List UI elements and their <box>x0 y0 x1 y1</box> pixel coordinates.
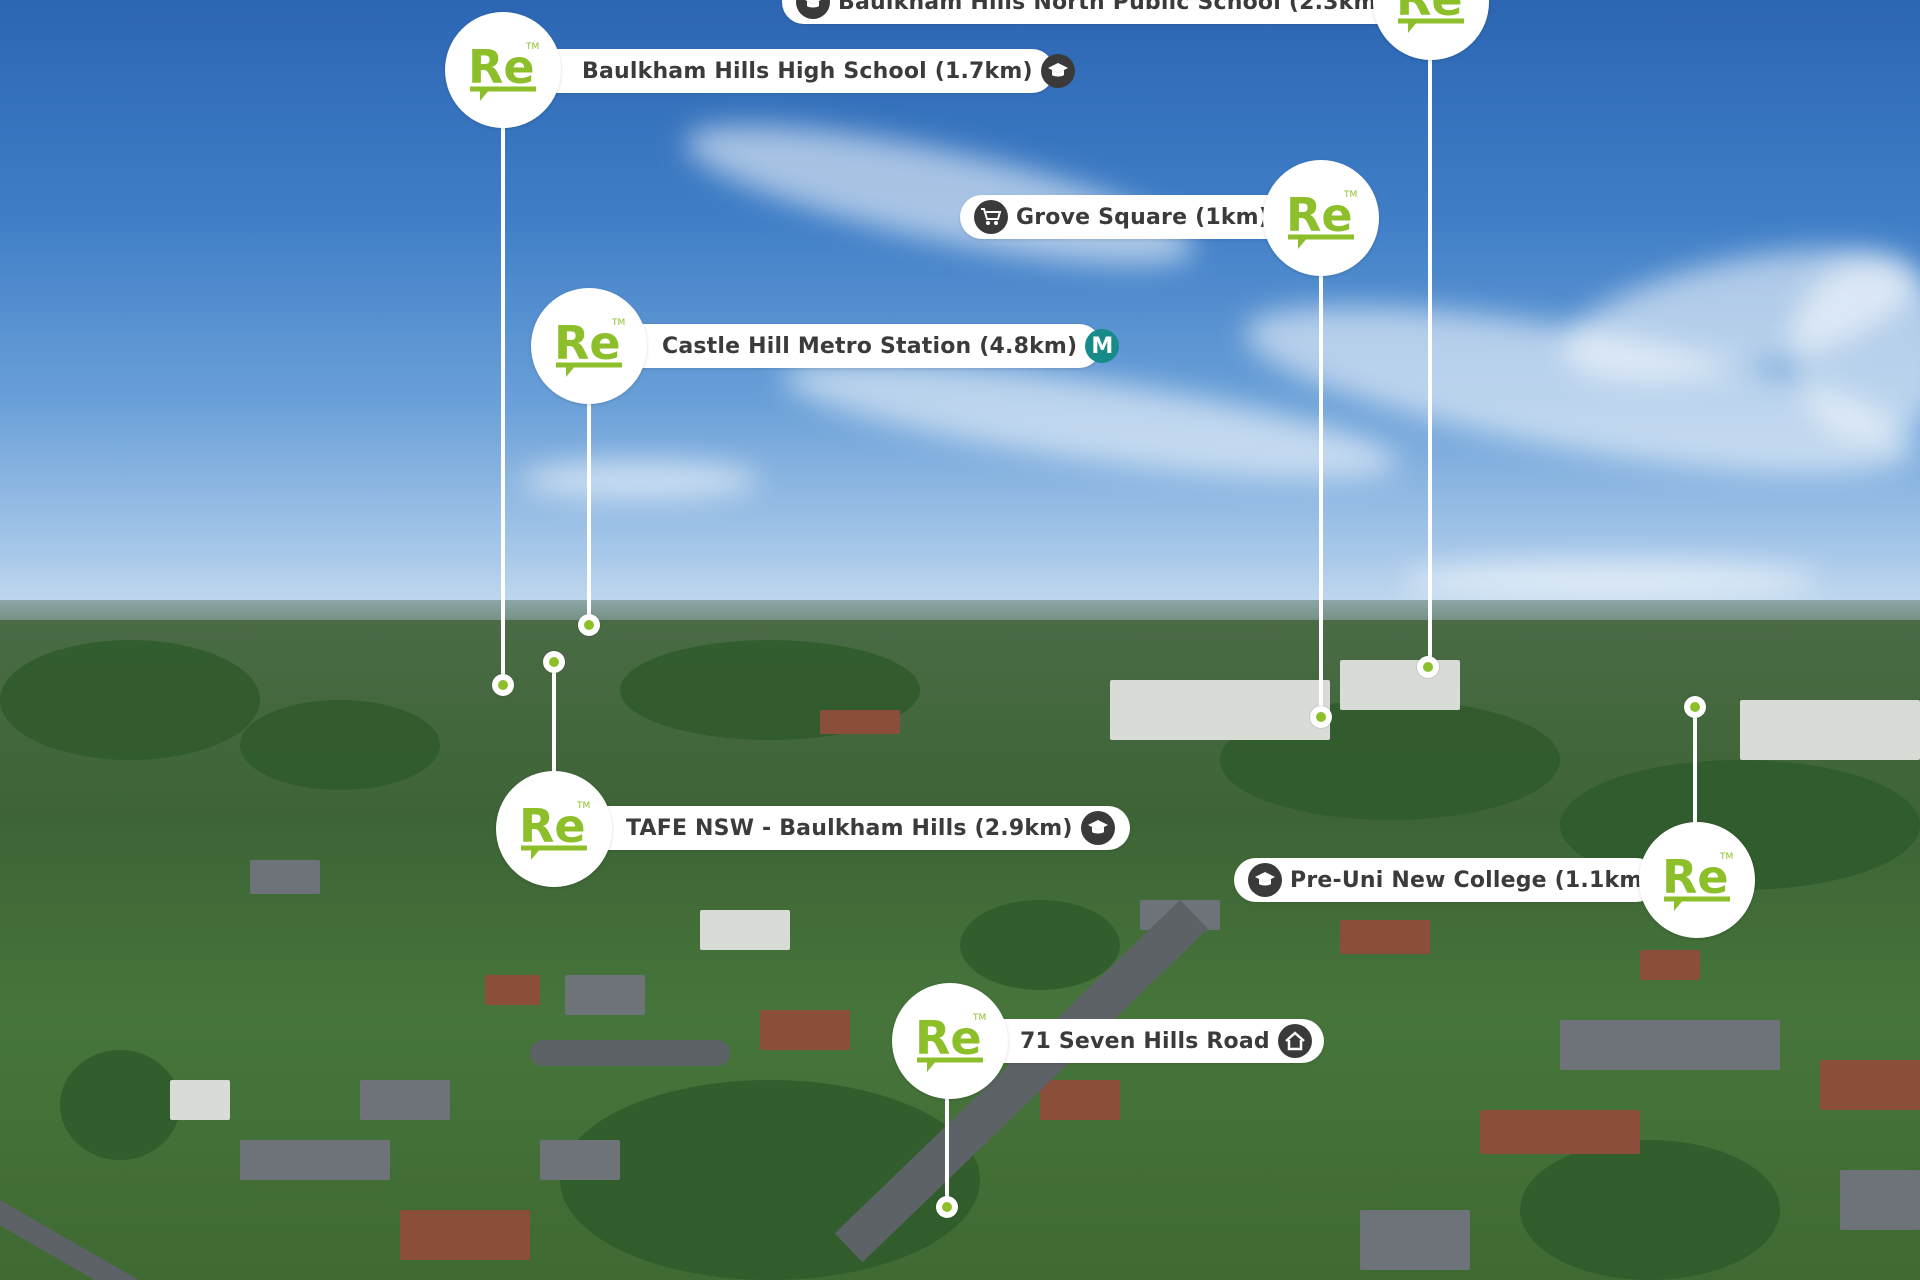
poi-label: Castle Hill Metro Station (4.8km) M <box>612 324 1120 368</box>
connector-line <box>945 1040 949 1207</box>
cloud <box>1400 560 1820 600</box>
svg-text:TM: TM <box>611 318 625 328</box>
house <box>485 975 540 1005</box>
house <box>170 1080 230 1120</box>
svg-text:TM: TM <box>1719 852 1733 862</box>
house <box>540 1140 620 1180</box>
cloud <box>520 460 760 500</box>
cloud <box>1790 260 1920 440</box>
svg-text:Re: Re <box>1662 850 1729 904</box>
svg-text:TM: TM <box>525 42 539 52</box>
location-dot <box>543 651 565 673</box>
connector-line <box>1319 200 1323 717</box>
building <box>1340 660 1460 710</box>
tree <box>60 1050 180 1160</box>
svg-text:Re: Re <box>915 1011 982 1065</box>
house <box>1820 1060 1920 1110</box>
poi-name: TAFE NSW - Baulkham Hills (2.9km) <box>626 815 1073 841</box>
house <box>1480 1110 1640 1154</box>
connector-line <box>501 70 505 685</box>
house <box>360 1080 450 1120</box>
tree <box>0 640 260 760</box>
connector-line <box>1428 20 1432 667</box>
graduation-cap-icon <box>796 0 830 19</box>
house <box>1360 1210 1470 1270</box>
poi-label: Baulkham Hills North Public School (2.3k… <box>782 0 1406 24</box>
tree <box>960 900 1120 990</box>
shopping-cart-icon <box>974 200 1008 234</box>
connector-line <box>587 330 591 625</box>
house-icon <box>1277 1024 1312 1058</box>
house <box>820 710 900 734</box>
connector-line <box>552 662 556 830</box>
location-dot <box>936 1196 958 1218</box>
graduation-cap-icon <box>1040 54 1075 88</box>
poi-label: TAFE NSW - Baulkham Hills (2.9km) <box>576 806 1130 850</box>
house <box>400 1210 530 1260</box>
road <box>530 1040 730 1066</box>
graduation-cap-icon <box>1080 811 1115 845</box>
house <box>1040 1080 1120 1120</box>
house <box>565 975 645 1015</box>
house <box>250 860 320 894</box>
svg-text:TM: TM <box>972 1013 986 1023</box>
tree <box>240 700 440 790</box>
house <box>1640 950 1700 980</box>
poi-name: 71 Seven Hills Road <box>1020 1028 1270 1054</box>
building <box>1740 700 1920 760</box>
svg-text:TM: TM <box>576 801 590 811</box>
house <box>1340 920 1430 954</box>
location-dot <box>1417 656 1439 678</box>
location-dot <box>492 674 514 696</box>
tree <box>1520 1140 1780 1280</box>
house <box>240 1140 390 1180</box>
house <box>760 1010 850 1050</box>
poi-label: 71 Seven Hills Road <box>970 1019 1324 1063</box>
house <box>1840 1170 1920 1230</box>
poi-name: Pre-Uni New College (1.1km) <box>1290 867 1653 893</box>
poi-name: Baulkham Hills North Public School (2.3k… <box>838 0 1387 15</box>
building <box>1110 680 1330 740</box>
graduation-cap-icon <box>1248 863 1282 897</box>
poi-label: Pre-Uni New College (1.1km) <box>1234 858 1658 902</box>
location-dot <box>1310 706 1332 728</box>
poi-label: Grove Square (1km) <box>960 195 1314 239</box>
poi-label: Baulkham Hills High School (1.7km) <box>530 49 1075 93</box>
svg-text:Re: Re <box>519 799 586 853</box>
poi-name: Baulkham Hills High School (1.7km) <box>582 58 1033 84</box>
svg-text:TM: TM <box>1343 190 1357 200</box>
location-dot <box>578 614 600 636</box>
location-dot <box>1684 696 1706 718</box>
poi-name: Grove Square (1km) <box>1016 204 1270 230</box>
metro-icon: M <box>1085 329 1120 363</box>
svg-text:Re: Re <box>554 316 621 370</box>
poi-name: Castle Hill Metro Station (4.8km) <box>662 333 1078 359</box>
connector-line <box>1693 707 1697 877</box>
house <box>1560 1020 1780 1070</box>
svg-text:Re: Re <box>1286 188 1353 242</box>
house <box>700 910 790 950</box>
svg-text:Re: Re <box>468 40 535 94</box>
